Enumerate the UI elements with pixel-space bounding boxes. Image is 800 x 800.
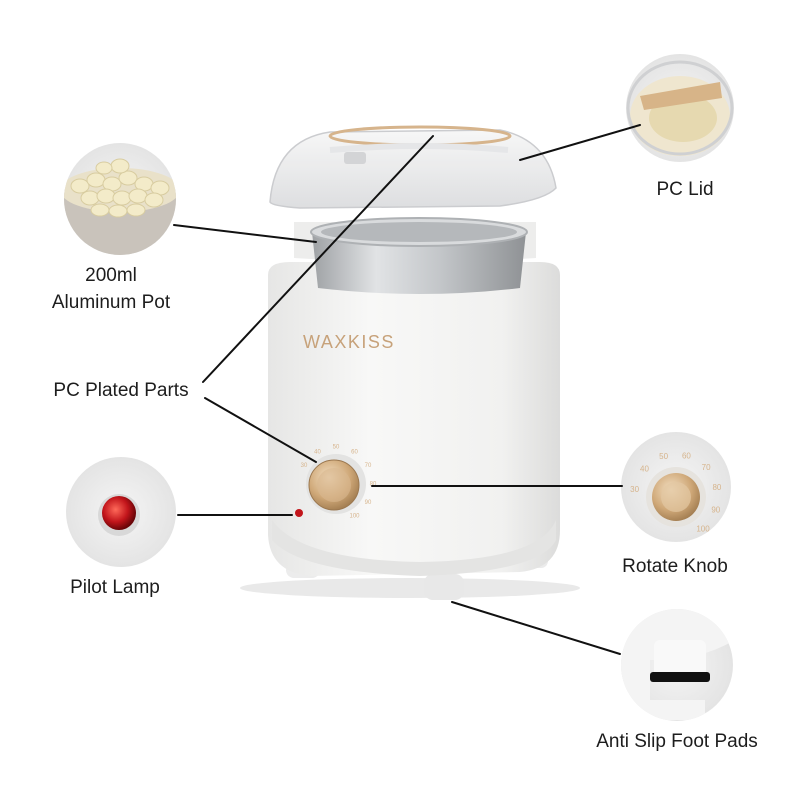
dial-scale-mark: 80 bbox=[712, 483, 721, 492]
dial-scale-mark: 70 bbox=[702, 463, 711, 472]
floor-shadow bbox=[240, 578, 580, 598]
dial-scale-mark: 90 bbox=[711, 506, 720, 515]
brand-logo: WAXKISS bbox=[303, 332, 395, 352]
lid-handle bbox=[344, 152, 366, 164]
callout-aluminum-pot: 200ml Aluminum Pot bbox=[36, 262, 186, 316]
leader-lid bbox=[519, 124, 641, 161]
dial-scale-mark: 60 bbox=[682, 451, 691, 460]
callout-pot-line2: Aluminum Pot bbox=[51, 292, 171, 313]
dial-scale: 30 40 50 60 70 80 90 100 bbox=[301, 445, 377, 520]
dial-scale-mark: 60 bbox=[351, 450, 358, 456]
pilot-lamp-icon bbox=[102, 496, 136, 530]
dial-scale-mark: 100 bbox=[349, 514, 360, 520]
dial-scale-mark: 30 bbox=[630, 485, 639, 494]
callout-rotate-knob: Rotate Knob bbox=[622, 556, 728, 577]
wax-warmer: WAXKISS 30 40 50 60 70 80 90 100 bbox=[240, 125, 580, 600]
pc-lid bbox=[269, 129, 557, 209]
dial-scale-mark: 90 bbox=[365, 500, 372, 506]
leader-plated-lid bbox=[202, 135, 434, 383]
inset-pilot-lamp bbox=[66, 457, 176, 567]
leader-pot bbox=[173, 224, 317, 243]
dial-scale-mark: 80 bbox=[370, 482, 377, 488]
aluminum-pot bbox=[312, 232, 526, 294]
pilot-lamp-dot bbox=[295, 509, 303, 517]
inset-foot-pads bbox=[621, 609, 733, 721]
leader-feet bbox=[451, 601, 621, 655]
dial-scale-mark: 100 bbox=[696, 524, 710, 533]
callout-pc-plated-parts: PC Plated Parts bbox=[53, 380, 189, 401]
inset-pc-lid bbox=[626, 54, 734, 162]
callout-pilot-lamp: Pilot Lamp bbox=[70, 577, 160, 598]
heater-body bbox=[268, 262, 560, 576]
dial-scale-mark: 30 bbox=[301, 463, 308, 469]
callout-pot-line1: 200ml bbox=[85, 265, 137, 286]
foot-front bbox=[424, 574, 464, 600]
dial-scale-mark: 50 bbox=[659, 452, 668, 461]
callout-pc-lid: PC Lid bbox=[656, 179, 714, 200]
dial-scale-mark: 40 bbox=[640, 464, 649, 473]
dial-scale-mark: 50 bbox=[333, 445, 340, 451]
dial-scale-mark: 40 bbox=[314, 450, 321, 456]
leader-lines bbox=[173, 124, 641, 655]
callout-anti-slip-foot-pads: Anti Slip Foot Pads bbox=[596, 731, 758, 752]
dial-scale-mark: 70 bbox=[365, 463, 372, 469]
inset-aluminum-pot bbox=[64, 143, 176, 255]
anti-slip-pad bbox=[650, 672, 710, 682]
leader-plated-knob bbox=[204, 397, 317, 463]
